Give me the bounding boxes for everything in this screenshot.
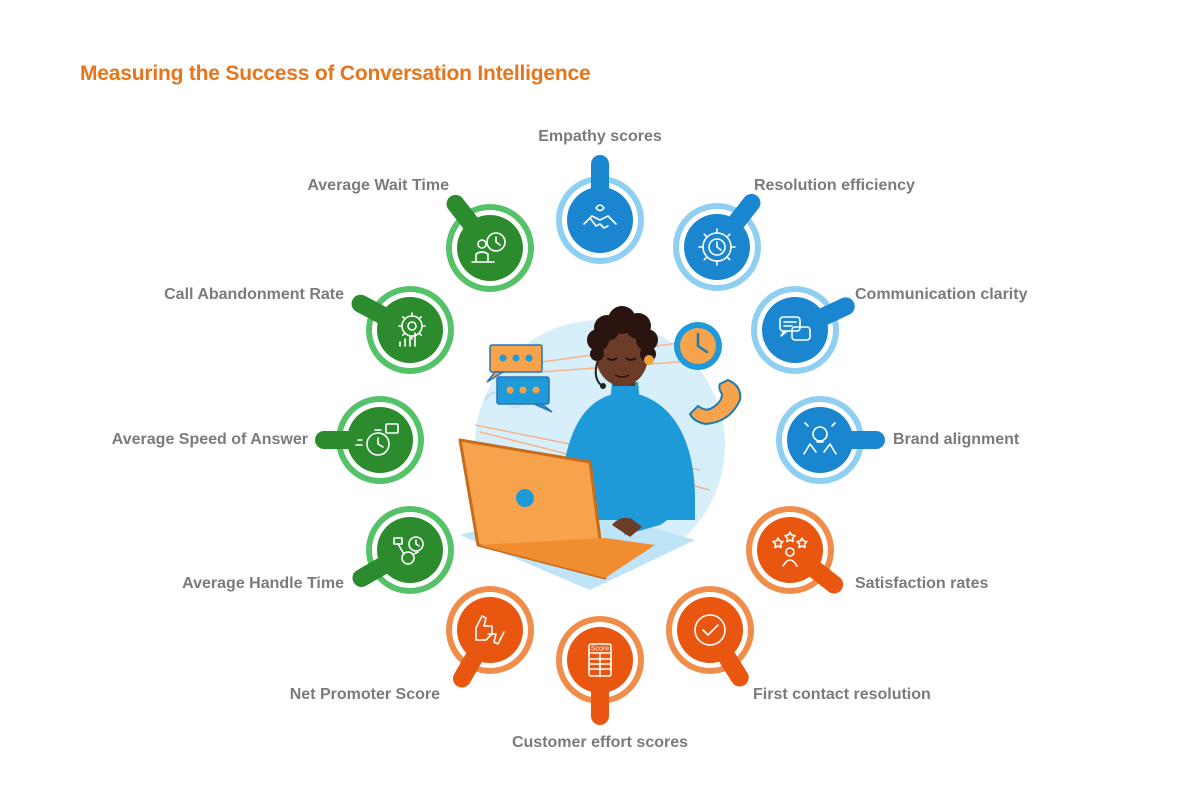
call-abandonment-rate-label: Call Abandonment Rate [164,286,344,303]
chat-bubble-icon [486,344,543,383]
resolution-efficiency-label: Resolution efficiency [754,177,915,194]
idea-hands-icon [803,422,837,455]
badge-disc [762,297,828,363]
laptop-icon [458,438,655,580]
scorecard-text: Score [591,646,609,653]
handshake-icon [583,204,617,229]
page-title: Measuring the Success of Conversation In… [80,62,591,85]
net-promoter-score-label: Net Promoter Score [289,686,440,703]
scorecard-icon: Score [588,643,612,677]
average-handle-time-badge [352,506,454,594]
badge-disc [377,517,443,583]
checkmark-icon [694,614,726,646]
gear-clock-icon [698,228,736,266]
brand-alignment-label: Brand alignment [893,431,1020,448]
stopwatch-icon [355,423,399,456]
agent-face [596,326,648,386]
badge-disc [757,517,823,583]
waiting-person-icon [471,232,506,263]
badge-disc [677,597,743,663]
workflow-clock-icon [393,536,424,565]
badge-disc [457,597,523,663]
average-wait-time-badge [446,194,534,292]
average-wait-time-label: Average Wait Time [307,177,449,194]
first-contact-resolution-badge [666,586,754,687]
resolution-efficiency-badge [673,193,761,291]
average-speed-of-answer-label: Average Speed of Answer [111,431,308,448]
stars-person-icon [772,531,808,567]
empathy-scores-badge [556,155,644,264]
phone-icon [688,378,742,426]
badge-disc [347,407,413,473]
satisfaction-rates-badge [746,506,844,594]
empathy-scores-label: Empathy scores [538,128,662,145]
clock-icon [674,322,722,370]
communication-clarity-label: Communication clarity [855,286,1028,303]
average-handle-time-label: Average Handle Time [182,575,344,592]
gear-chart-icon [398,312,426,347]
first-contact-resolution-label: First contact resolution [753,686,931,703]
metric-badges: Score [315,155,885,725]
agent-illustration [458,306,742,590]
average-speed-of-answer-badge [315,396,424,484]
communication-clarity-badge [751,286,855,374]
customer-effort-scores-badge: Score [556,616,644,725]
badge-disc [787,407,853,473]
thumbs-icon [475,615,505,645]
agent-hair [587,306,658,362]
call-abandonment-rate-badge [351,286,454,374]
chat-bubbles-icon [779,316,811,341]
chat-bubble-icon [496,376,553,413]
satisfaction-rates-label: Satisfaction rates [855,575,989,592]
net-promoter-score-badge [446,586,534,688]
brand-alignment-badge [776,396,885,484]
customer-effort-scores-label: Customer effort scores [511,734,689,751]
